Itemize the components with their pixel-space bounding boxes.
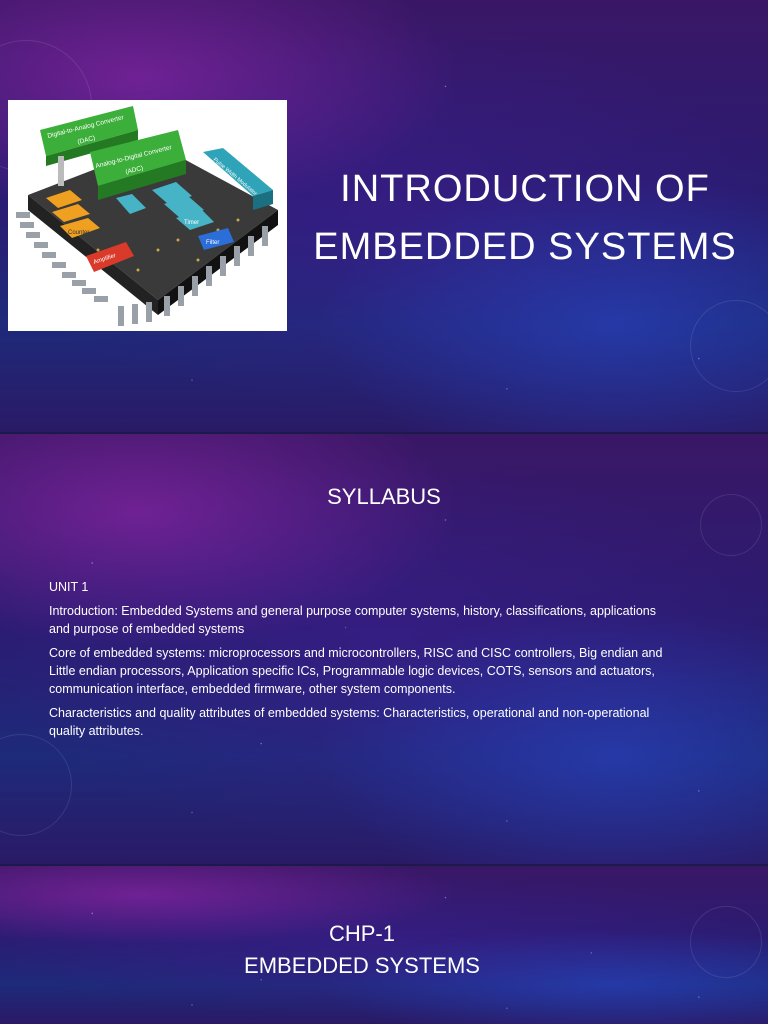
pwm-block — [203, 148, 273, 196]
starfield-background — [0, 866, 768, 1024]
teal-block — [116, 194, 146, 214]
filter-label: Filter — [206, 240, 219, 246]
counter-block — [46, 190, 82, 208]
chapter-number: CHP-1 — [328, 921, 395, 946]
slide-title: INTRODUCTION OF EMBEDDED SYSTEMS — [290, 160, 760, 276]
timer-label: Timer — [184, 220, 199, 226]
syllabus-slide: SYLLABUS UNIT 1 Introduction: Embedded S… — [0, 434, 768, 864]
bokeh-ring — [690, 300, 768, 392]
slide-title-line1: INTRODUCTION OF — [340, 168, 710, 210]
dac-block — [40, 106, 138, 156]
amplifier-block — [86, 242, 134, 272]
chapter-name: EMBEDDED SYSTEMS — [244, 953, 480, 978]
starfield-background — [0, 434, 768, 864]
syllabus-paragraph: Core of embedded systems: microprocessor… — [49, 646, 663, 696]
syllabus-paragraph: Introduction: Embedded Systems and gener… — [49, 604, 657, 636]
chapter-title: CHP-1 EMBEDDED SYSTEMS — [0, 918, 724, 982]
adc-block — [90, 130, 186, 186]
counter-label: Counter — [68, 230, 89, 236]
chip-pins — [16, 212, 268, 326]
adc-abbr: (ADC) — [125, 165, 144, 176]
chip-body — [28, 145, 278, 300]
slide-title-line2: EMBEDDED SYSTEMS — [313, 226, 737, 268]
dac-abbr: (DAC) — [77, 135, 96, 146]
title-slide: Digital-to-Analog Converter (DAC) Analog… — [0, 0, 768, 432]
syllabus-heading: SYLLABUS — [327, 484, 441, 509]
unit-label: UNIT 1 — [49, 580, 89, 594]
bokeh-ring — [690, 906, 762, 978]
filter-block — [198, 228, 234, 250]
syllabus-paragraph: Characteristics and quality attributes o… — [49, 706, 650, 738]
embedded-chip-illustration: Digital-to-Analog Converter (DAC) Analog… — [8, 100, 287, 331]
bokeh-ring — [700, 494, 762, 556]
chapter-slide: CHP-1 EMBEDDED SYSTEMS — [0, 866, 768, 1024]
syllabus-body: UNIT 1 Introduction: Embedded Systems an… — [49, 578, 669, 746]
